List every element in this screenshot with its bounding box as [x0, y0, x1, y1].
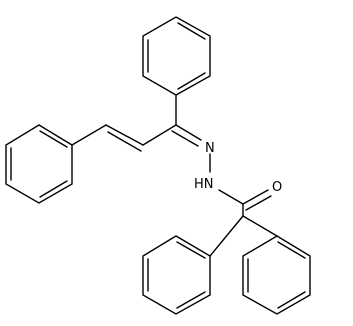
atom-label-n: N [205, 141, 215, 156]
chain-bonds [71, 94, 278, 257]
atom-label-o: O [272, 180, 282, 195]
atom-label-hn: HN [194, 177, 214, 192]
ring-top-phenyl [142, 16, 211, 96]
ring-bottom-right-phenyl [242, 235, 311, 315]
ring-bottom-left-phenyl [142, 235, 211, 315]
ring-left-phenyl [5, 124, 73, 204]
